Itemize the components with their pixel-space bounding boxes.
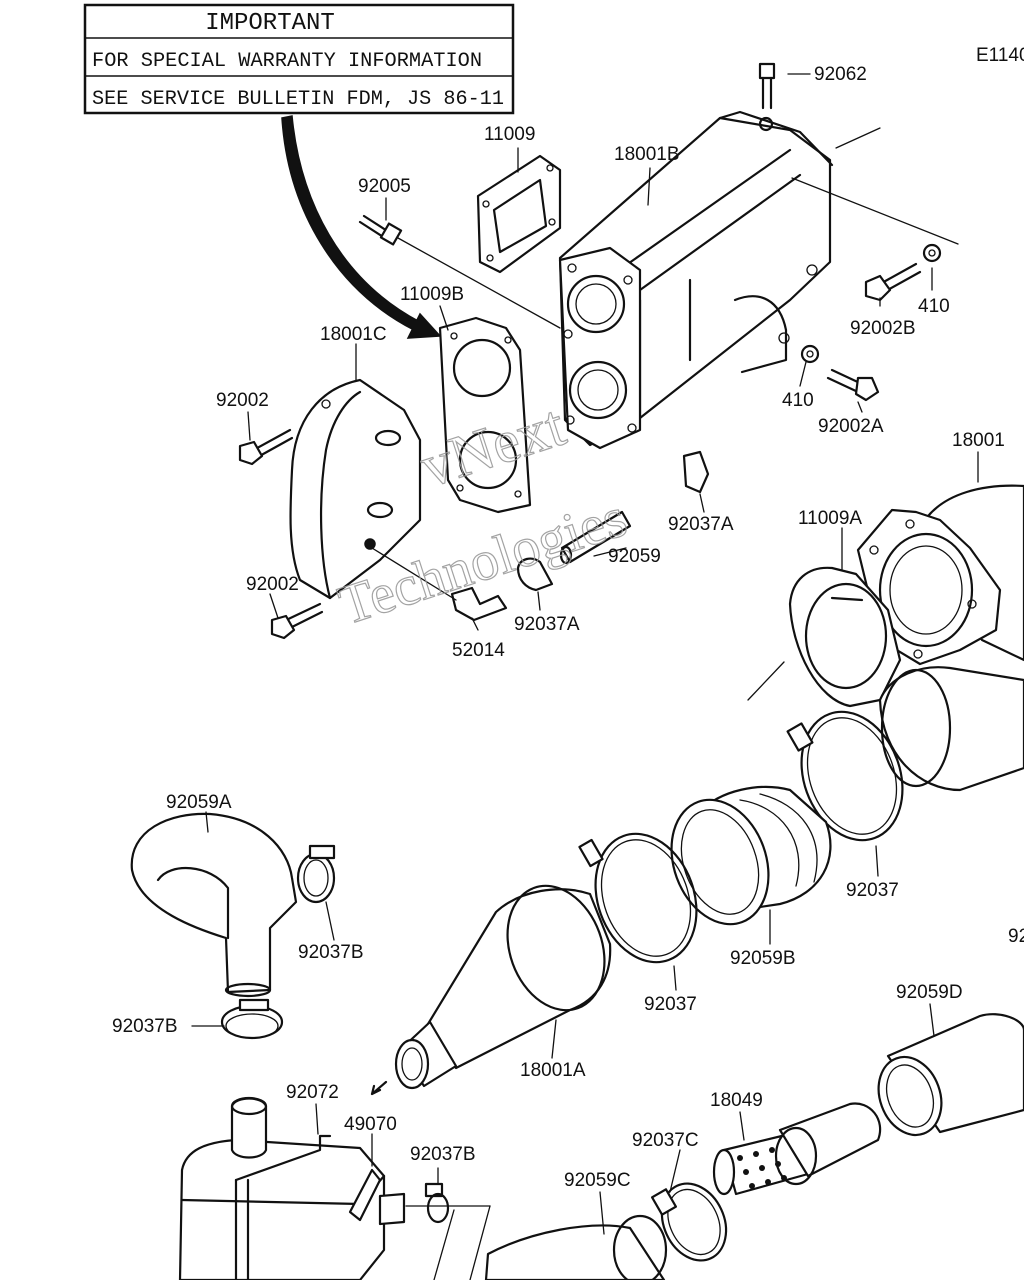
gasket-11009 bbox=[476, 154, 562, 274]
part-label: 92037B bbox=[112, 1016, 178, 1037]
bolt-92002-upper bbox=[238, 428, 294, 466]
warranty-notice: IMPORTANT FOR SPECIAL WARRANTY INFORMATI… bbox=[83, 3, 515, 115]
hose-92059b bbox=[670, 785, 832, 926]
clamp-92037a-upper bbox=[682, 450, 710, 494]
hose-92059 bbox=[559, 510, 632, 565]
part-label: 49070 bbox=[344, 1114, 397, 1135]
muffler-18001 bbox=[856, 484, 1024, 666]
part-label: 92002 bbox=[246, 574, 299, 595]
part-label: 92059 bbox=[608, 546, 661, 567]
part-label: 92072 bbox=[286, 1082, 339, 1103]
part-label: 92037 bbox=[846, 880, 899, 901]
clamp-92037b-elbow-upper bbox=[296, 844, 336, 904]
part-label: 11009A bbox=[798, 508, 862, 529]
cover-18001c bbox=[289, 378, 422, 600]
leader-lines-upper bbox=[247, 73, 979, 701]
part-label: 11009 bbox=[484, 124, 535, 145]
part-label: 92037A bbox=[668, 514, 734, 535]
hose-92059d bbox=[877, 1013, 1024, 1137]
elbow-hose-92059a bbox=[130, 812, 298, 998]
clamp-92037a-lower bbox=[516, 557, 554, 592]
notice-title: IMPORTANT bbox=[205, 10, 335, 37]
clamp-92037-lower bbox=[578, 832, 698, 964]
gasket-11009b bbox=[438, 316, 532, 514]
part-label: 92 bbox=[1008, 926, 1024, 947]
part-label: 18001 bbox=[952, 430, 1005, 451]
part-label: 92037B bbox=[410, 1144, 476, 1165]
part-label: 92002 bbox=[216, 390, 269, 411]
hose-92059c bbox=[484, 1214, 668, 1280]
part-label: 92059B bbox=[730, 948, 796, 969]
notice-line-1: FOR SPECIAL WARRANTY INFORMATION bbox=[92, 50, 482, 73]
part-label: 92059D bbox=[896, 982, 963, 1003]
diagram-code: E1140 bbox=[976, 45, 1024, 66]
part-label: 18049 bbox=[710, 1090, 763, 1111]
part-label: 52014 bbox=[452, 640, 505, 661]
part-label: 92002B bbox=[850, 318, 916, 339]
clamp-92037c bbox=[650, 1182, 728, 1262]
part-label: 92037B bbox=[298, 942, 364, 963]
part-labels: 92062 11009 18001B 92005 11009B 18001C 4… bbox=[112, 64, 1024, 1191]
water-box-49070 bbox=[178, 1096, 406, 1280]
bolt-92002a bbox=[800, 344, 880, 402]
part-label: 11009B bbox=[400, 284, 464, 305]
exhaust-manifold-18001b bbox=[558, 110, 834, 450]
part-label: 92005 bbox=[358, 176, 411, 197]
clamp-92037-upper bbox=[786, 710, 904, 842]
strap-92072 bbox=[234, 1134, 332, 1280]
part-label: 92062 bbox=[814, 64, 867, 85]
part-label: 410 bbox=[782, 390, 814, 411]
stud-92005 bbox=[358, 214, 403, 246]
part-label: 92037C bbox=[632, 1130, 699, 1151]
fitting-52014 bbox=[450, 586, 508, 622]
part-label: 410 bbox=[918, 296, 950, 317]
part-label: 92002A bbox=[818, 416, 884, 437]
part-label: 18001C bbox=[320, 324, 387, 345]
notice-arrow bbox=[281, 115, 442, 339]
leader-lines-lower bbox=[191, 811, 935, 1280]
clamp-92037b-tank bbox=[424, 1182, 450, 1224]
notice-line-2: SEE SERVICE BULLETIN FDM, JS 86-11 bbox=[92, 88, 504, 111]
part-label: 18001B bbox=[614, 144, 680, 165]
part-label: 92059A bbox=[166, 792, 232, 813]
filter-18049 bbox=[712, 1102, 882, 1196]
bleed-screw-92062 bbox=[758, 62, 776, 110]
cone-18001a bbox=[394, 884, 612, 1090]
clamp-92037b-elbow-lower bbox=[220, 998, 284, 1040]
part-label: 92037 bbox=[644, 994, 697, 1015]
bolt-92002b bbox=[864, 243, 942, 302]
part-label: 18001A bbox=[520, 1060, 586, 1081]
bolt-92002-lower bbox=[270, 602, 324, 640]
part-label: 92037A bbox=[514, 614, 580, 635]
part-label: 92059C bbox=[564, 1170, 631, 1191]
